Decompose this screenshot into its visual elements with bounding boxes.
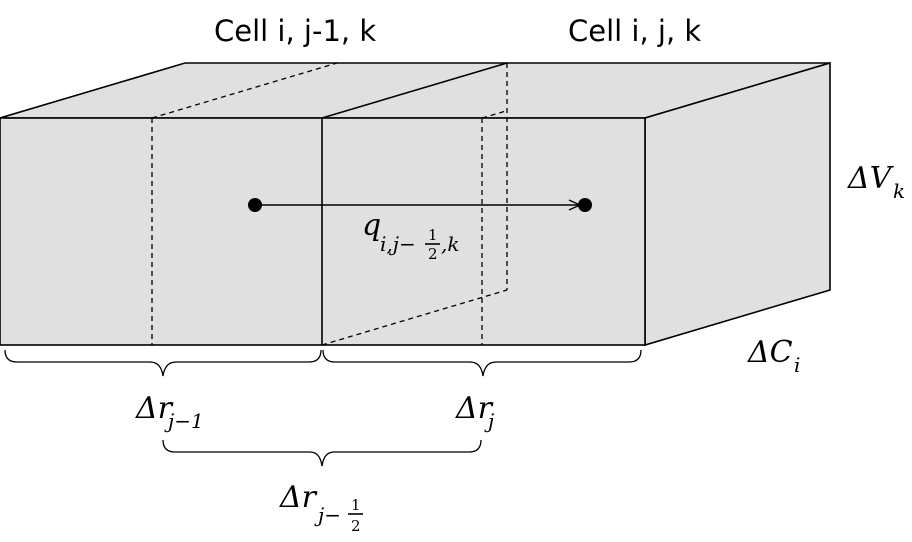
dr-left-label: Δr j−1	[135, 391, 204, 433]
svg-text:ΔC: ΔC	[747, 335, 793, 370]
brace-dr-right	[322, 349, 642, 377]
svg-text:q: q	[362, 208, 381, 243]
svg-text:Δr: Δr	[279, 480, 318, 515]
svg-text:Δr: Δr	[455, 391, 494, 426]
svg-text:Δr: Δr	[135, 391, 174, 426]
svg-text:k: k	[893, 179, 905, 203]
svg-text:j−1: j−1	[164, 409, 204, 433]
svg-text:2: 2	[351, 517, 361, 535]
svg-text:,k: ,k	[441, 232, 459, 256]
cell-left-label: Cell i, j-1, k	[214, 14, 376, 48]
cell-boundary-top-edge	[321, 62, 508, 119]
svg-text:i: i	[794, 353, 800, 377]
svg-text:2: 2	[428, 245, 438, 263]
dv-label: ΔV k	[847, 161, 905, 203]
dc-label: ΔC i	[747, 335, 800, 377]
svg-text:ΔV: ΔV	[847, 161, 895, 196]
brace-dr-left	[4, 349, 322, 377]
brace-dr-half	[162, 439, 482, 467]
svg-text:j−: j−	[314, 503, 341, 527]
svg-text:j: j	[484, 409, 494, 433]
cell-right-label: Cell i, j, k	[568, 14, 701, 48]
dr-right-label: Δr j	[455, 391, 494, 433]
cell-right-center-top-dashed	[481, 110, 507, 119]
dr-half-label: Δr j− 1 2	[279, 480, 363, 535]
cell-left-center-node	[248, 198, 262, 212]
svg-text:1: 1	[428, 226, 438, 244]
cell-right-center-node	[578, 198, 592, 212]
svg-text:i,j−: i,j−	[380, 232, 416, 256]
svg-text:1: 1	[351, 496, 361, 514]
flux-label: q i,j− 1 2 ,k	[362, 208, 459, 263]
